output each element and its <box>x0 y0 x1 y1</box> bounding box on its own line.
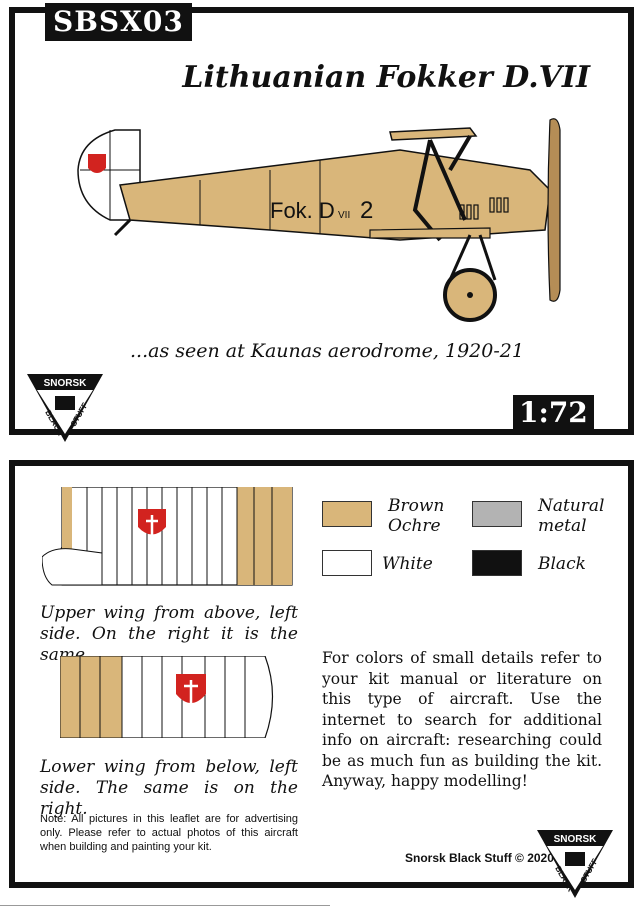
aircraft-side-profile: Fok. D VII 2 <box>77 118 561 322</box>
legend-white: White <box>382 554 433 574</box>
upper-wing <box>389 127 478 141</box>
scale-badge: 1:72 <box>513 395 594 431</box>
upper-wing-caption: Upper wing from above, left side. On the… <box>40 603 298 665</box>
lower-wing-caption: Lower wing from below, left side. The sa… <box>40 757 298 819</box>
rudder-insignia <box>88 154 106 173</box>
page-title: Lithuanian Fokker D.VII <box>182 60 590 95</box>
fuselage-code: Fok. D <box>270 198 335 223</box>
swatch-natural-metal <box>472 501 522 527</box>
product-code: SBSX03 <box>45 3 192 41</box>
swatch-brown-ochre <box>322 501 372 527</box>
subtitle: ...as seen at Kaunas aerodrome, 1920-21 <box>130 340 524 362</box>
swatch-black <box>472 550 522 576</box>
bottom-rule <box>0 905 330 906</box>
fuselage-number: 2 <box>360 197 373 224</box>
fuselage-roman: VII <box>338 210 350 221</box>
svg-text:SNORSK: SNORSK <box>44 378 88 389</box>
lower-wing-diagram <box>60 656 274 738</box>
disclaimer-note: Note: All pictures in this leaflet are f… <box>40 813 298 853</box>
lower-wing <box>369 227 491 239</box>
brand-logo: SNORSK BLACK STUFF <box>27 374 103 442</box>
copyright-credit: Snorsk Black Stuff © 2020 <box>405 851 554 865</box>
upper-wing-diagram <box>42 487 293 586</box>
fuselage <box>119 149 551 241</box>
legend-black: Black <box>538 554 586 574</box>
swatch-white <box>322 550 372 576</box>
brand-logo-bottom: SNORSK BLACK STUFF <box>537 830 613 898</box>
svg-text:SNORSK: SNORSK <box>554 834 598 845</box>
info-paragraph: For colors of small details refer to you… <box>322 649 602 790</box>
propeller <box>547 118 561 302</box>
